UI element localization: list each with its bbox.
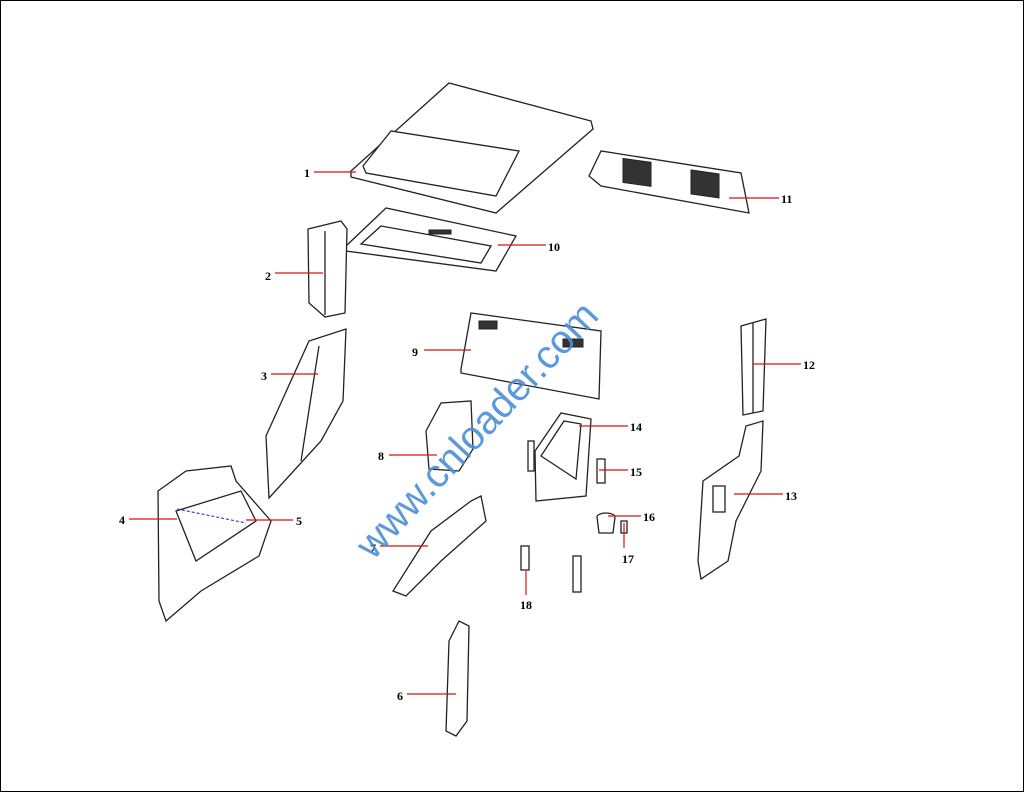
callout-2: 2	[265, 269, 271, 283]
callout-12: 12	[803, 358, 815, 372]
part-4-5-door-trim	[157, 465, 272, 623]
part-1-headliner	[350, 82, 594, 214]
callout-4: 4	[119, 513, 125, 527]
callout-17: 17	[622, 552, 634, 566]
callout-9: 9	[412, 345, 418, 359]
part-10-panel	[345, 207, 518, 272]
part-16-cup	[596, 512, 616, 534]
part-6-pillar-trim	[445, 620, 470, 737]
callout-13: 13	[785, 489, 797, 503]
part-15-clip	[596, 458, 606, 484]
callout-6: 6	[397, 689, 403, 703]
callout-3: 3	[261, 369, 267, 383]
callout-18: 18	[520, 598, 532, 612]
part-strip-small	[572, 555, 582, 593]
part-8-wheel-cover	[425, 400, 474, 472]
callout-14: 14	[630, 420, 642, 434]
part-bracket-small	[527, 440, 535, 472]
callout-7: 7	[370, 541, 376, 555]
callout-16: 16	[643, 510, 655, 524]
callout-11: 11	[781, 192, 792, 206]
part-13-quarter-trim	[697, 420, 764, 581]
part-14-wheel-cover	[534, 412, 592, 502]
part-3-side-trim	[265, 328, 347, 500]
part-9-rear-panel	[460, 312, 602, 400]
callout-15: 15	[630, 465, 642, 479]
callout-5: 5	[296, 514, 302, 528]
part-18-bracket	[520, 545, 530, 571]
part-2-pillar-trim	[307, 220, 348, 318]
leader-lines	[129, 171, 801, 695]
part-12-pillar	[740, 318, 767, 416]
part-7-trim-strip	[392, 495, 487, 597]
callout-1: 1	[304, 166, 310, 180]
callout-8: 8	[378, 449, 384, 463]
callout-10: 10	[548, 240, 560, 254]
part-11-rear-header	[588, 150, 750, 214]
